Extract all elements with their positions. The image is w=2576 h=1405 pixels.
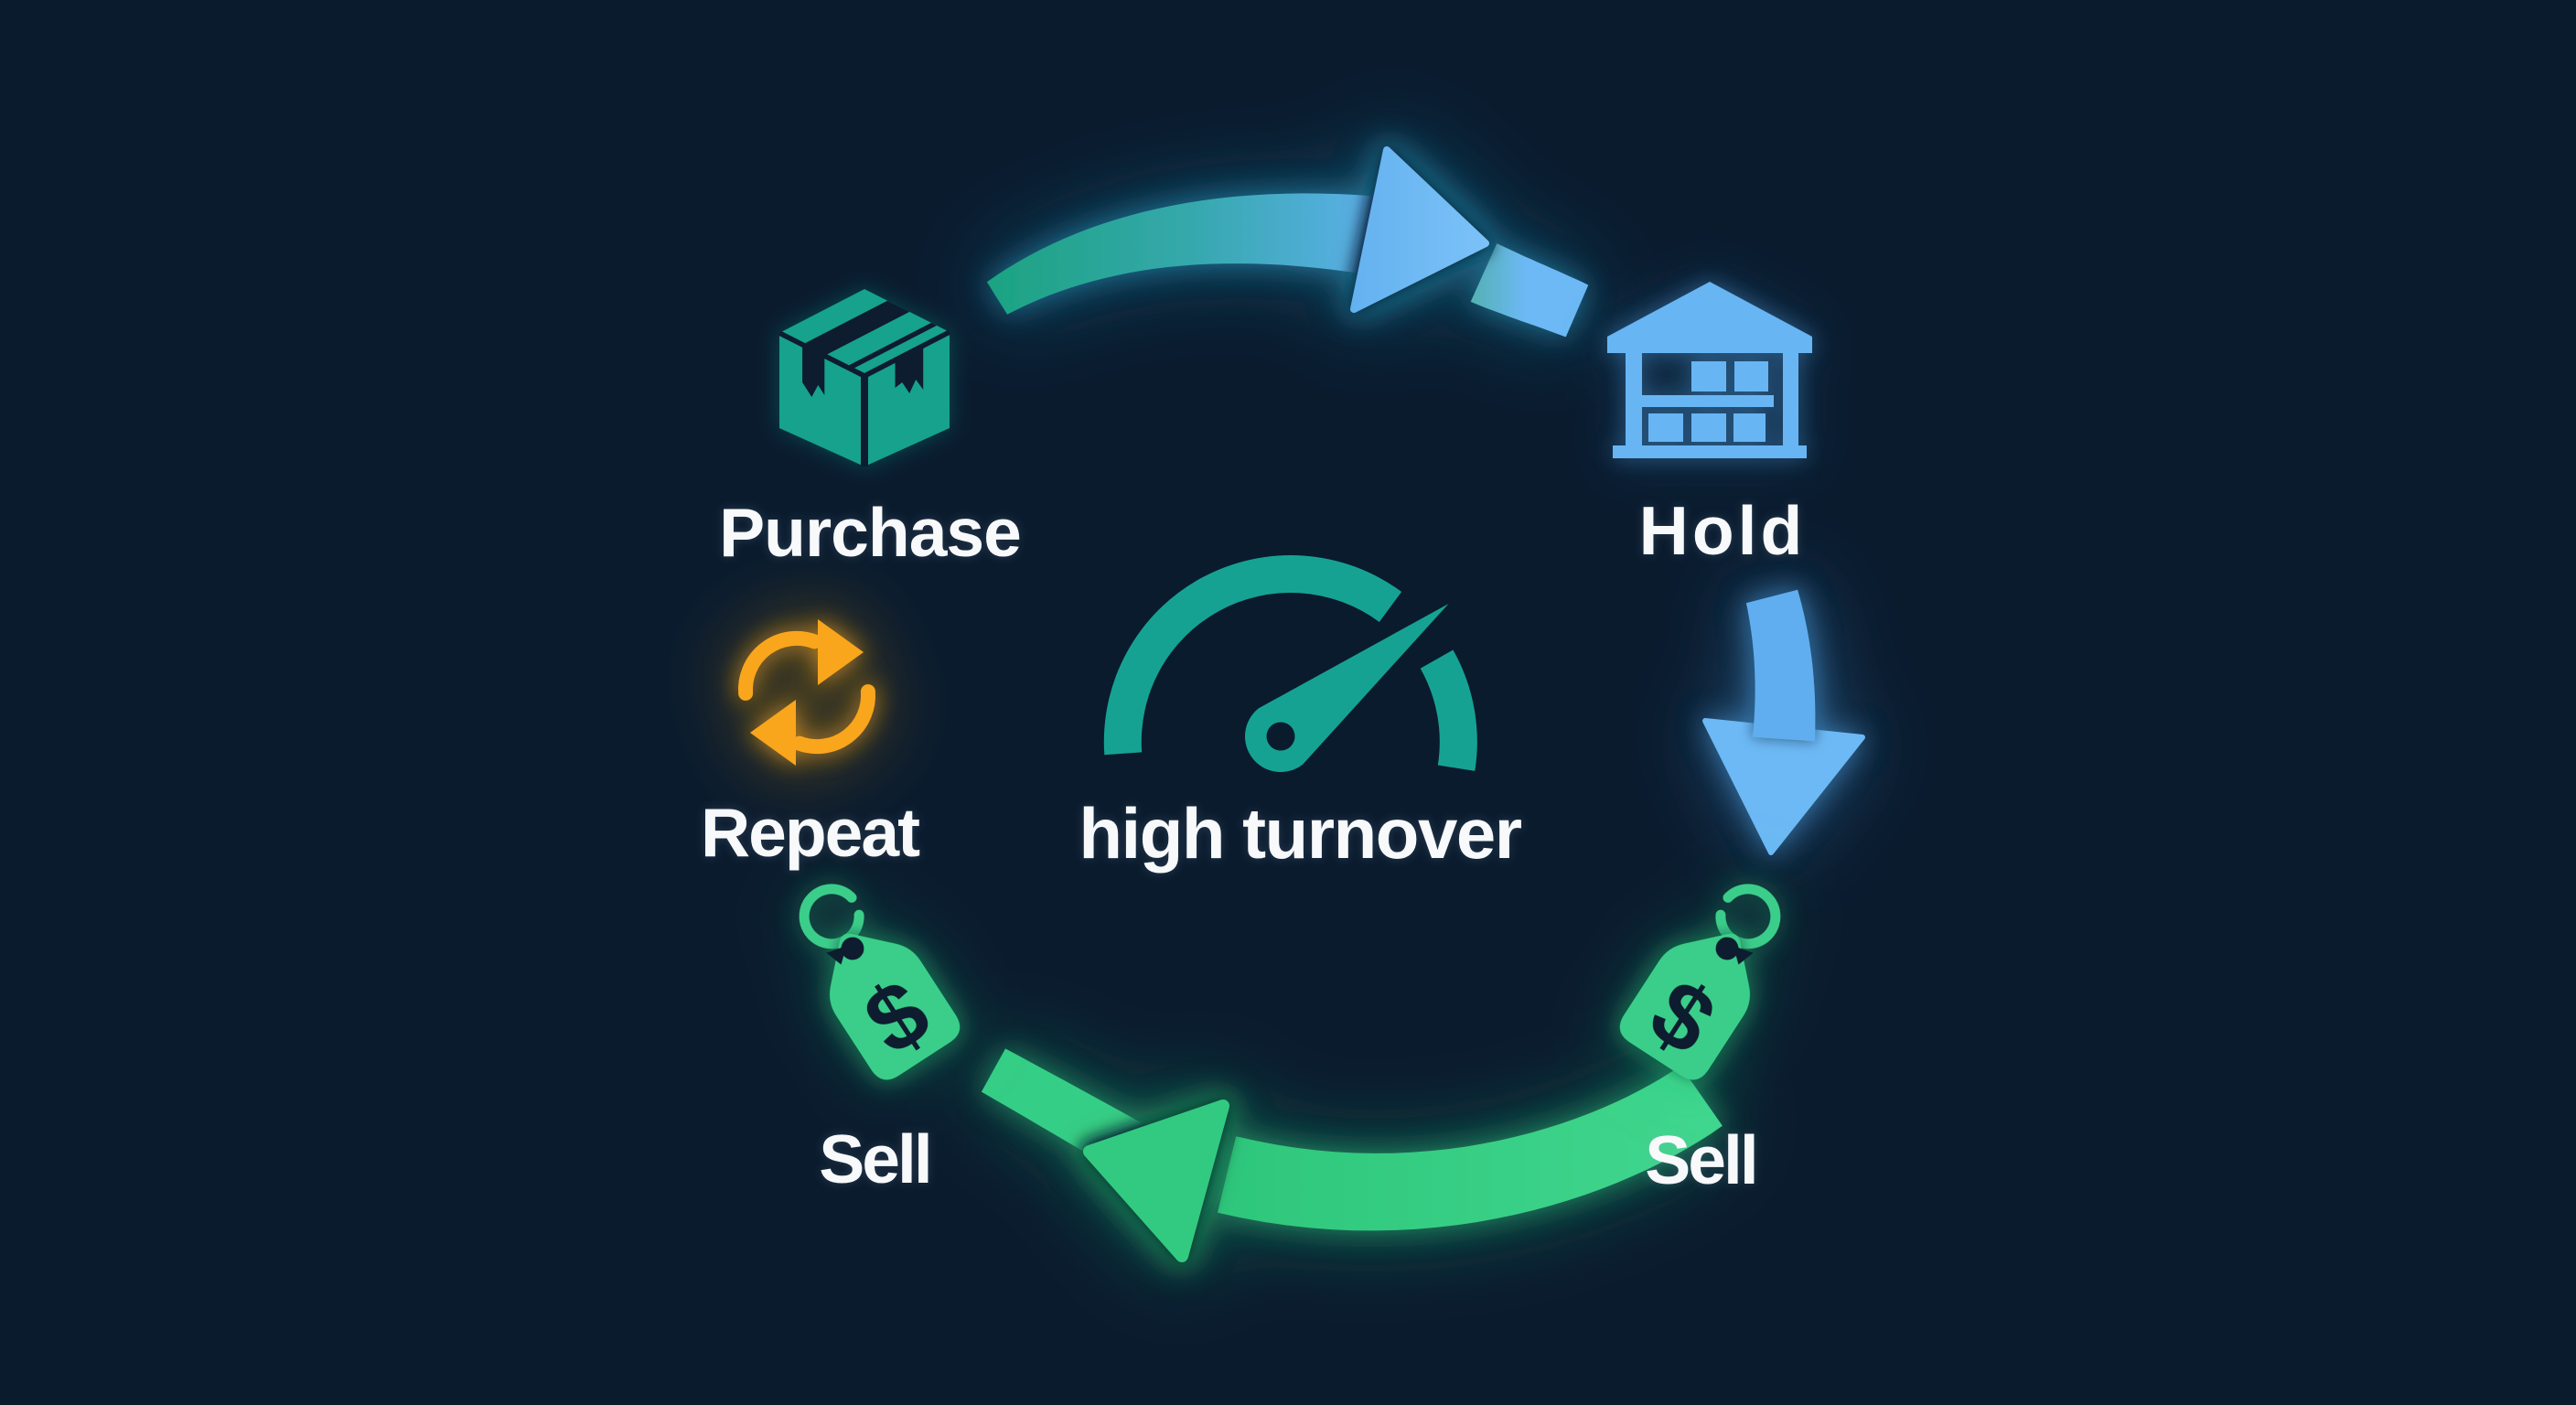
- svg-text:high turnover: high turnover: [1079, 793, 1521, 874]
- svg-text:Sell: Sell: [1645, 1121, 1755, 1198]
- svg-text:Sell: Sell: [819, 1121, 929, 1197]
- svg-text:Purchase: Purchase: [719, 494, 1021, 571]
- svg-text:Repeat: Repeat: [701, 794, 920, 871]
- svg-text:Hold: Hold: [1639, 492, 1807, 569]
